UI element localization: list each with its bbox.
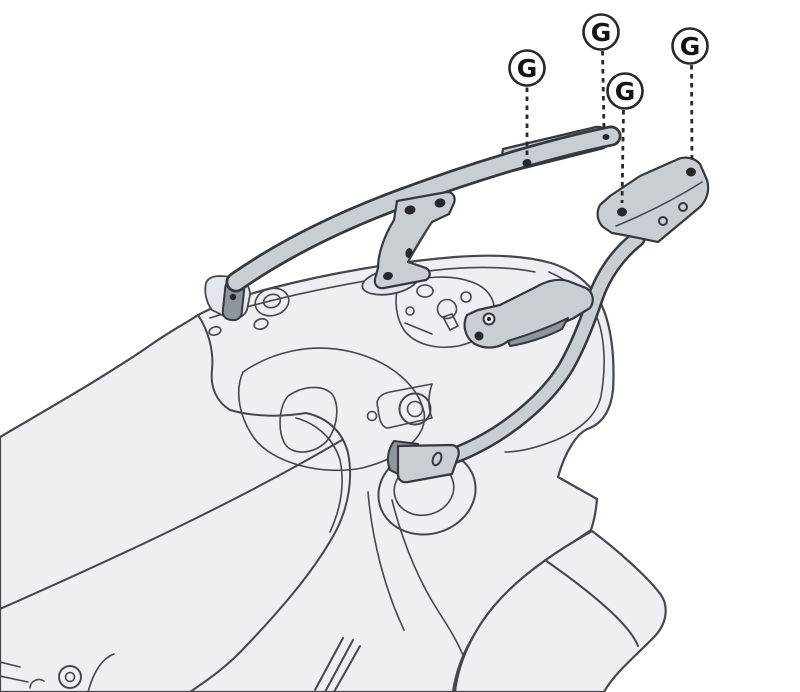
right-rack-arm-face xyxy=(425,233,643,468)
left-mount-recess xyxy=(208,287,290,336)
callout-label: G xyxy=(517,54,538,83)
muffler-end-cap xyxy=(544,559,639,647)
motorcycle-body xyxy=(0,252,667,692)
callout-balloon xyxy=(582,13,620,51)
right-mounting-plate xyxy=(596,156,710,244)
tail-panel-edge xyxy=(189,412,352,692)
platform-recess xyxy=(237,347,426,472)
callout-layer: G G G G xyxy=(508,13,709,204)
left-rack-arm-face xyxy=(228,128,619,290)
left-arm-tip-hole xyxy=(602,134,610,140)
under-tail-line-2 xyxy=(367,491,405,631)
callout-label: G xyxy=(680,32,701,61)
mid-support-bracket xyxy=(361,190,456,296)
luggage-rack xyxy=(204,125,710,484)
leader-line xyxy=(620,109,625,204)
exhaust-muffler xyxy=(453,529,667,692)
left-foot-bolt xyxy=(229,293,237,301)
seat-back-edge xyxy=(197,314,231,411)
center-bolt-mount xyxy=(366,383,433,429)
right-arm-foot xyxy=(386,440,460,484)
tail-panel-edge-inner xyxy=(295,417,343,533)
left-arm-plate-hole xyxy=(522,158,532,168)
side-panel-details xyxy=(0,637,361,692)
callout-label: G xyxy=(615,77,636,106)
callout-balloon xyxy=(508,49,546,87)
callout-balloon xyxy=(606,72,644,110)
under-tail-line-1 xyxy=(391,499,469,669)
callout-label: G xyxy=(591,18,612,47)
seat-lock-recess xyxy=(279,386,338,453)
leader-line xyxy=(601,50,606,130)
callout-balloon xyxy=(671,27,709,65)
seat-bottom-edge xyxy=(229,409,307,417)
leader-line xyxy=(690,64,694,165)
center-link-bracket xyxy=(463,278,594,349)
